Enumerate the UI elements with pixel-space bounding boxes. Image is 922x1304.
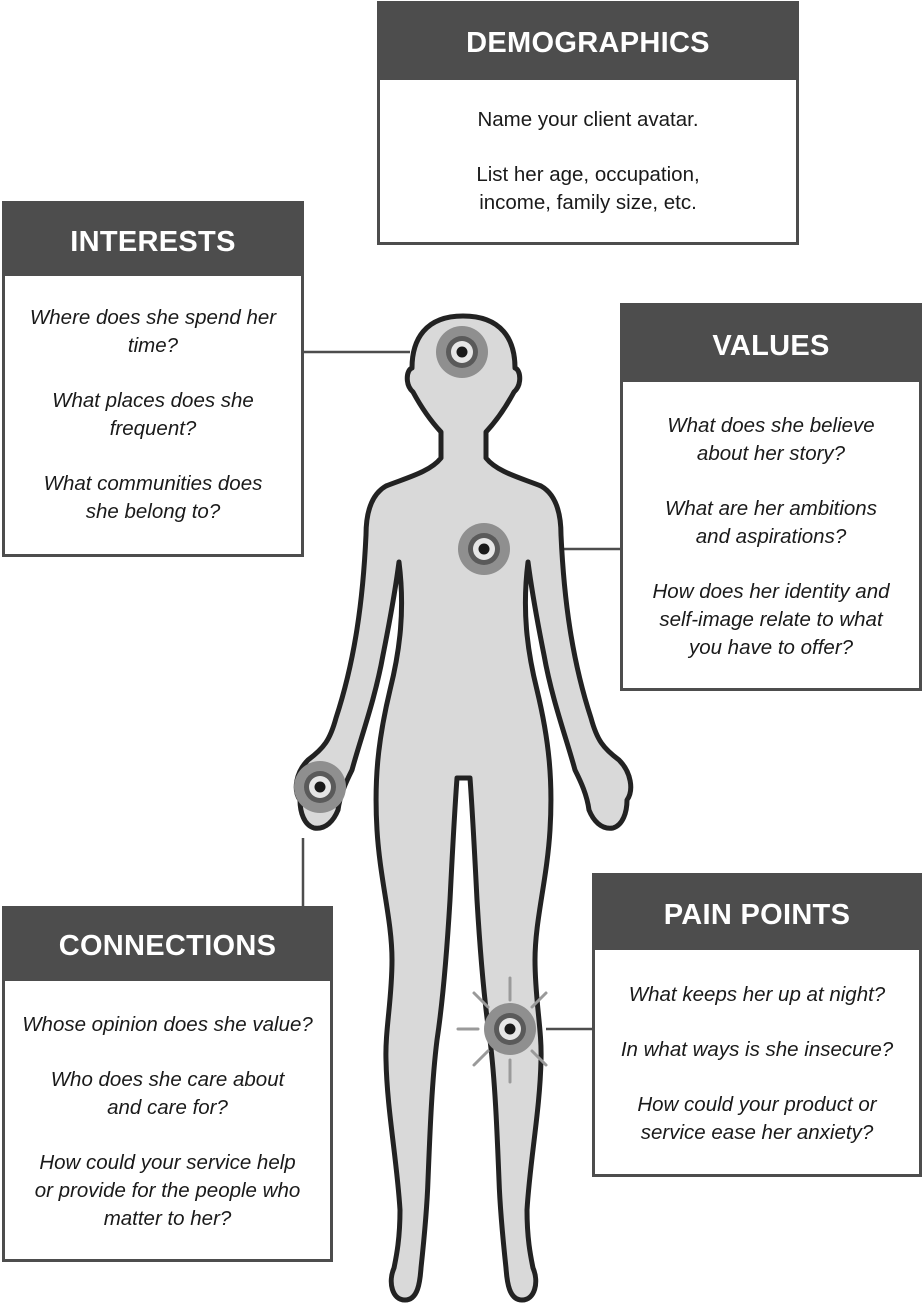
pain-points-body: What keeps her up at night? In what ways… <box>595 950 919 1147</box>
pain-points-question: What keeps her up at night? <box>597 981 917 1009</box>
pain-points-question: In what ways is she insecure? <box>597 1036 917 1064</box>
demographics-title: DEMOGRAPHICS <box>380 4 796 80</box>
values-question: What are her ambitions and aspirations? <box>651 495 891 551</box>
connections-card: CONNECTIONS Whose opinion does she value… <box>2 906 333 1262</box>
interests-question: What places does she frequent? <box>28 387 278 443</box>
demographics-body: Name your client avatar. List her age, o… <box>380 80 796 217</box>
demographics-prompt: List her age, occupation, income, family… <box>448 161 728 217</box>
values-card: VALUES What does she believe about her s… <box>620 303 922 691</box>
interests-question: Where does she spend her time? <box>28 304 278 360</box>
interests-question: What communities does she belong to? <box>28 470 278 526</box>
connections-question: Who does she care about and care for? <box>43 1066 293 1122</box>
connections-question: How could your service help or provide f… <box>28 1149 308 1233</box>
connections-question: Whose opinion does she value? <box>8 1011 328 1039</box>
values-question: How does her identity and self-image rel… <box>651 578 891 662</box>
interests-body: Where does she spend her time? What plac… <box>5 276 301 526</box>
target-marker-icon <box>484 1003 536 1055</box>
values-question: What does she believe about her story? <box>651 412 891 468</box>
connections-body: Whose opinion does she value? Who does s… <box>5 981 330 1233</box>
target-marker-icon <box>294 761 346 813</box>
pain-points-card: PAIN POINTS What keeps her up at night? … <box>592 873 922 1177</box>
interests-card: INTERESTS Where does she spend her time?… <box>2 201 304 557</box>
pain-points-question: How could your product or service ease h… <box>622 1091 892 1147</box>
pain-points-title: PAIN POINTS <box>595 876 919 950</box>
values-body: What does she believe about her story? W… <box>623 382 919 662</box>
demographics-card: DEMOGRAPHICS Name your client avatar. Li… <box>377 1 799 245</box>
connections-title: CONNECTIONS <box>5 909 330 981</box>
target-marker-icon <box>458 523 510 575</box>
interests-title: INTERESTS <box>5 204 301 276</box>
target-marker-icon <box>436 326 488 378</box>
body-silhouette <box>296 316 630 1300</box>
values-title: VALUES <box>623 306 919 382</box>
demographics-prompt: Name your client avatar. <box>448 106 728 134</box>
